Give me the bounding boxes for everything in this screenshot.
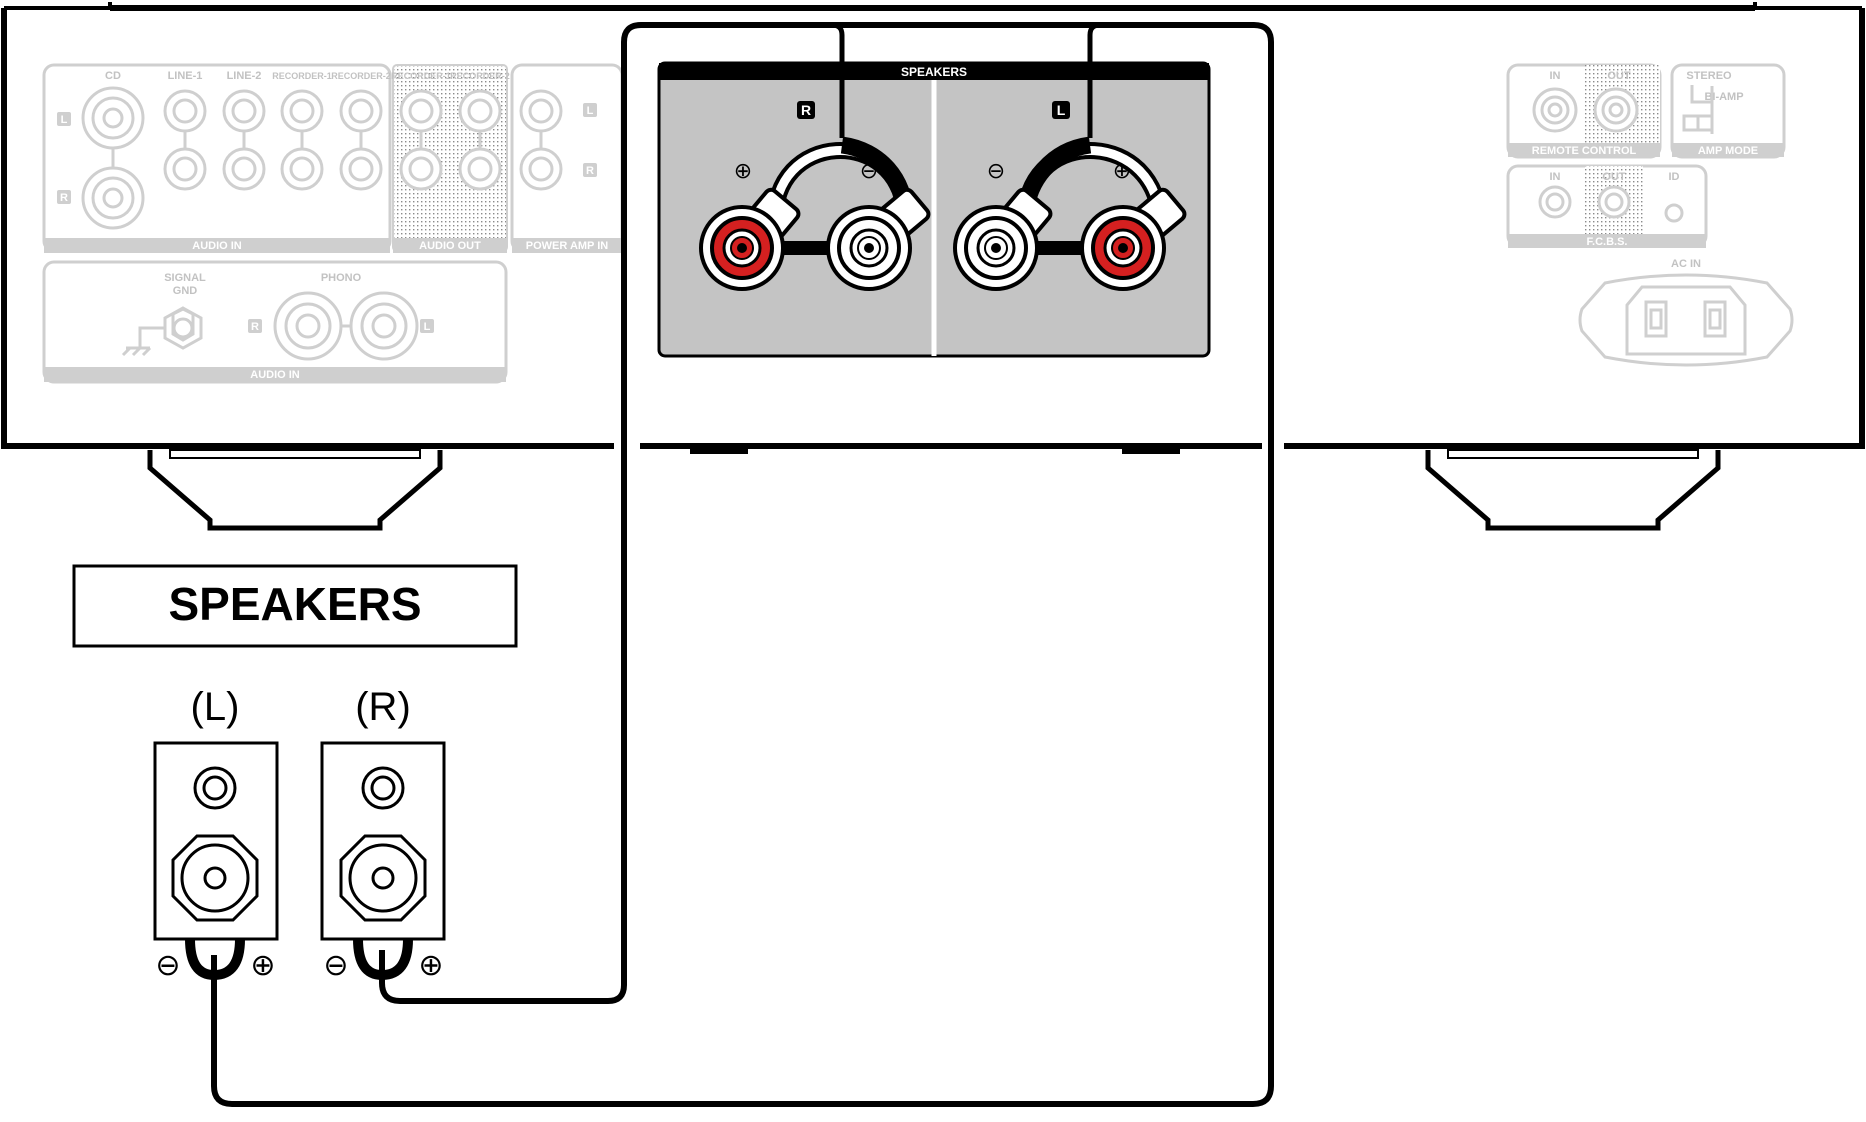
plus-sign-r: ⊕ bbox=[734, 158, 752, 183]
speaker-right-plus: ⊕ bbox=[418, 949, 443, 982]
bar-power-amp-in: POWER AMP IN bbox=[526, 240, 609, 252]
badge-r: R bbox=[801, 102, 811, 118]
label-out-recorder-2: RECORDER-2 bbox=[450, 71, 510, 81]
badge-l: L bbox=[1057, 102, 1066, 118]
badge-r-power: R bbox=[586, 165, 594, 177]
terminal-r-plus bbox=[699, 187, 801, 291]
label-signal: SIGNAL bbox=[164, 272, 206, 284]
label-fcbs-in: IN bbox=[1550, 171, 1561, 183]
bar-audio-in: AUDIO IN bbox=[192, 240, 242, 252]
label-bi-amp: BI-AMP bbox=[1704, 91, 1743, 103]
label-ac-in: AC IN bbox=[1671, 258, 1701, 270]
label-remote-out: OUT bbox=[1607, 70, 1631, 82]
bar-audio-in-2: AUDIO IN bbox=[250, 369, 300, 381]
speaker-left-label: (L) bbox=[191, 685, 240, 729]
label-fcbs-id: ID bbox=[1669, 171, 1680, 183]
badge-l-phono: L bbox=[424, 321, 431, 333]
speakers-header: SPEAKERS bbox=[901, 65, 967, 79]
speaker-right-label: (R) bbox=[355, 685, 411, 729]
speaker-cable-l bbox=[211, 22, 1274, 1107]
label-remote-in: IN bbox=[1550, 70, 1561, 82]
label-recorder-2: RECORDER-2 bbox=[331, 71, 391, 81]
speakers-box-title: SPEAKERS bbox=[168, 578, 421, 630]
speakers-label-box: SPEAKERS bbox=[72, 564, 518, 648]
minus-sign-l: ⊖ bbox=[987, 158, 1005, 183]
speaker-left: (L) ⊖ ⊕ bbox=[153, 685, 279, 982]
label-gnd: GND bbox=[173, 285, 198, 297]
badge-r-phono: R bbox=[251, 321, 259, 333]
badge-l-left: L bbox=[61, 114, 68, 126]
badge-r-left: R bbox=[60, 192, 68, 204]
label-stereo: STEREO bbox=[1686, 70, 1732, 82]
speaker-cable-r bbox=[379, 22, 845, 1004]
amp-foot-left bbox=[147, 449, 443, 531]
bar-fcbs: F.C.B.S. bbox=[1587, 236, 1628, 248]
terminal-l-minus bbox=[953, 187, 1053, 291]
label-line-1: LINE-1 bbox=[168, 70, 203, 82]
terminal-l-plus bbox=[1080, 187, 1187, 291]
bar-audio-out: AUDIO OUT bbox=[419, 240, 481, 252]
amplifier-rear-panel bbox=[1, 2, 1865, 531]
amp-foot-right bbox=[1425, 449, 1721, 531]
label-cd: CD bbox=[105, 70, 121, 82]
speaker-right: (R) ⊖ ⊕ bbox=[320, 685, 446, 982]
label-phono: PHONO bbox=[321, 272, 362, 284]
label-line-2: LINE-2 bbox=[227, 70, 262, 82]
label-out-recorder-1: RECORDER-1 bbox=[391, 71, 451, 81]
speaker-left-minus: ⊖ bbox=[155, 949, 180, 982]
badge-l-power: L bbox=[587, 105, 594, 117]
control-panel-faint: IN OUT REMOTE CONTROL STEREO BI-AMP AMP … bbox=[1506, 63, 1794, 367]
bar-amp-mode: AMP MODE bbox=[1698, 145, 1758, 157]
speaker-left-plus: ⊕ bbox=[250, 949, 275, 982]
speaker-terminal-panel: SPEAKERS R L ⊕ ⊖ ⊖ ⊕ bbox=[657, 61, 1211, 358]
speaker-right-minus: ⊖ bbox=[323, 949, 348, 982]
input-panel-faint: CD LINE-1 LINE-2 RECORDER-1 RECORDER-2 R… bbox=[42, 63, 624, 384]
bar-remote-control: REMOTE CONTROL bbox=[1532, 145, 1637, 157]
terminal-r-minus bbox=[826, 187, 931, 291]
label-fcbs-out: OUT bbox=[1602, 171, 1626, 183]
label-recorder-1: RECORDER-1 bbox=[272, 71, 332, 81]
